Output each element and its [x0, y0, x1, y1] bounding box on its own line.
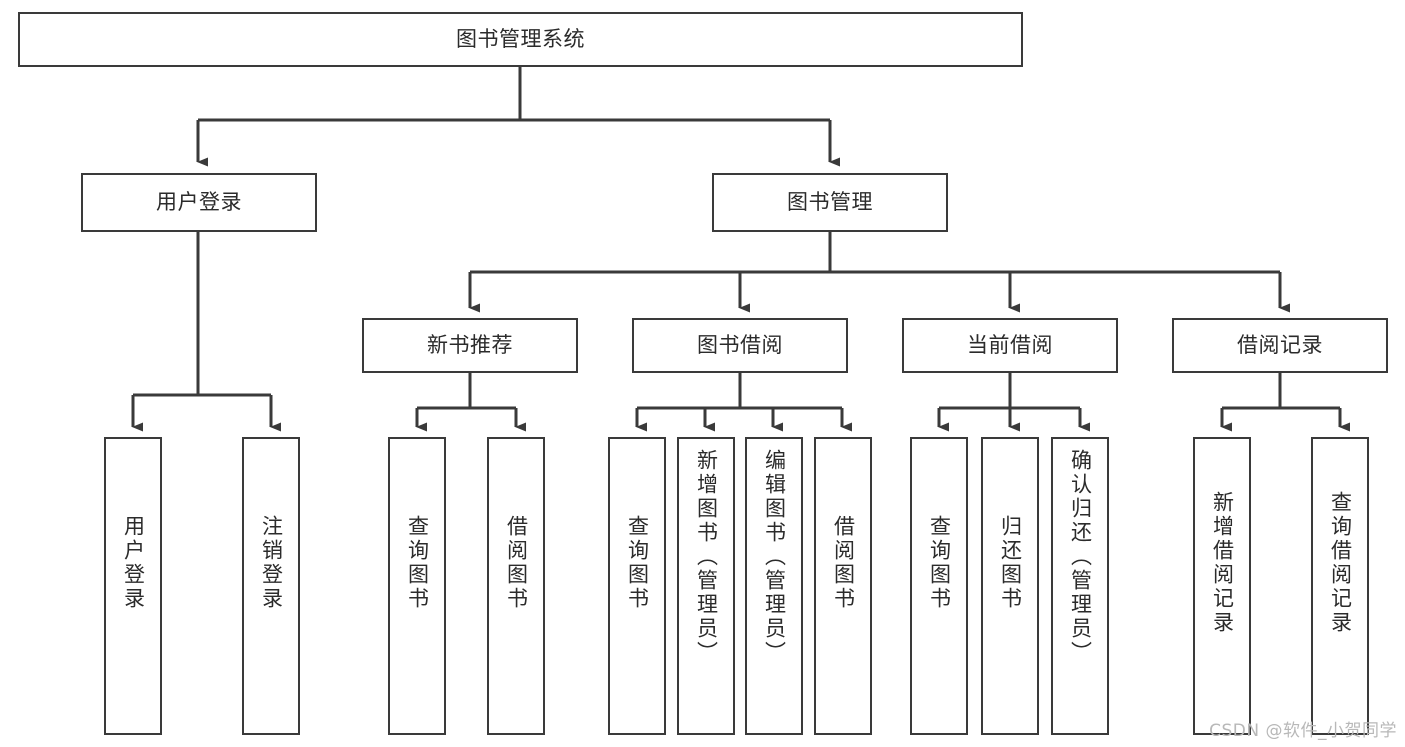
node-label: 查询借阅记录 [1328, 491, 1353, 635]
node-label: 用户登录 [156, 189, 242, 214]
node-label: 查询图书 [625, 515, 650, 611]
node-label: 新增借阅记录 [1210, 491, 1235, 635]
node-label: 注销登录 [259, 515, 284, 611]
leaf-record-query-record[interactable]: 查询借阅记录 [1311, 437, 1369, 735]
csdn-watermark: CSDN @软件_小贺同学 [1209, 721, 1397, 741]
leaf-current-query-book[interactable]: 查询图书 [910, 437, 968, 735]
leaf-record-add-record[interactable]: 新增借阅记录 [1193, 437, 1251, 735]
leaf-current-return-book[interactable]: 归还图书 [981, 437, 1039, 735]
node-borrow-record[interactable]: 借阅记录 [1172, 318, 1388, 373]
node-new-book-recommend[interactable]: 新书推荐 [362, 318, 578, 373]
node-label: 借阅记录 [1237, 332, 1323, 357]
node-label: 用户登录 [121, 515, 146, 611]
leaf-recommend-query-book[interactable]: 查询图书 [388, 437, 446, 735]
node-book-borrow[interactable]: 图书借阅 [632, 318, 848, 373]
node-root-system[interactable]: 图书管理系统 [18, 12, 1023, 67]
node-label: 图书管理系统 [456, 26, 585, 51]
node-label: 查询图书 [927, 515, 952, 611]
leaf-borrow-query-book[interactable]: 查询图书 [608, 437, 666, 735]
node-label: 归还图书 [998, 515, 1023, 611]
leaf-recommend-borrow-book[interactable]: 借阅图书 [487, 437, 545, 735]
node-label: 借阅图书 [831, 515, 856, 611]
leaf-borrow-borrow-book[interactable]: 借阅图书 [814, 437, 872, 735]
node-label: 借阅图书 [504, 515, 529, 611]
node-label: 当前借阅 [967, 332, 1053, 357]
node-current-borrow[interactable]: 当前借阅 [902, 318, 1118, 373]
leaf-current-confirm-return-admin[interactable]: 确认归还（管理员） [1051, 437, 1109, 735]
node-label: 图书借阅 [697, 332, 783, 357]
node-label: 新书推荐 [427, 332, 513, 357]
leaf-borrow-add-book-admin[interactable]: 新增图书（管理员） [677, 437, 735, 735]
node-user-login[interactable]: 用户登录 [81, 173, 317, 232]
node-label: 图书管理 [787, 189, 873, 214]
node-label: 新增图书（管理员） [694, 449, 719, 665]
node-book-management[interactable]: 图书管理 [712, 173, 948, 232]
leaf-user-logout[interactable]: 注销登录 [242, 437, 300, 735]
node-label: 查询图书 [405, 515, 430, 611]
node-label: 编辑图书（管理员） [762, 449, 787, 665]
node-label: 确认归还（管理员） [1068, 449, 1093, 665]
leaf-user-login[interactable]: 用户登录 [104, 437, 162, 735]
leaf-borrow-edit-book-admin[interactable]: 编辑图书（管理员） [745, 437, 803, 735]
